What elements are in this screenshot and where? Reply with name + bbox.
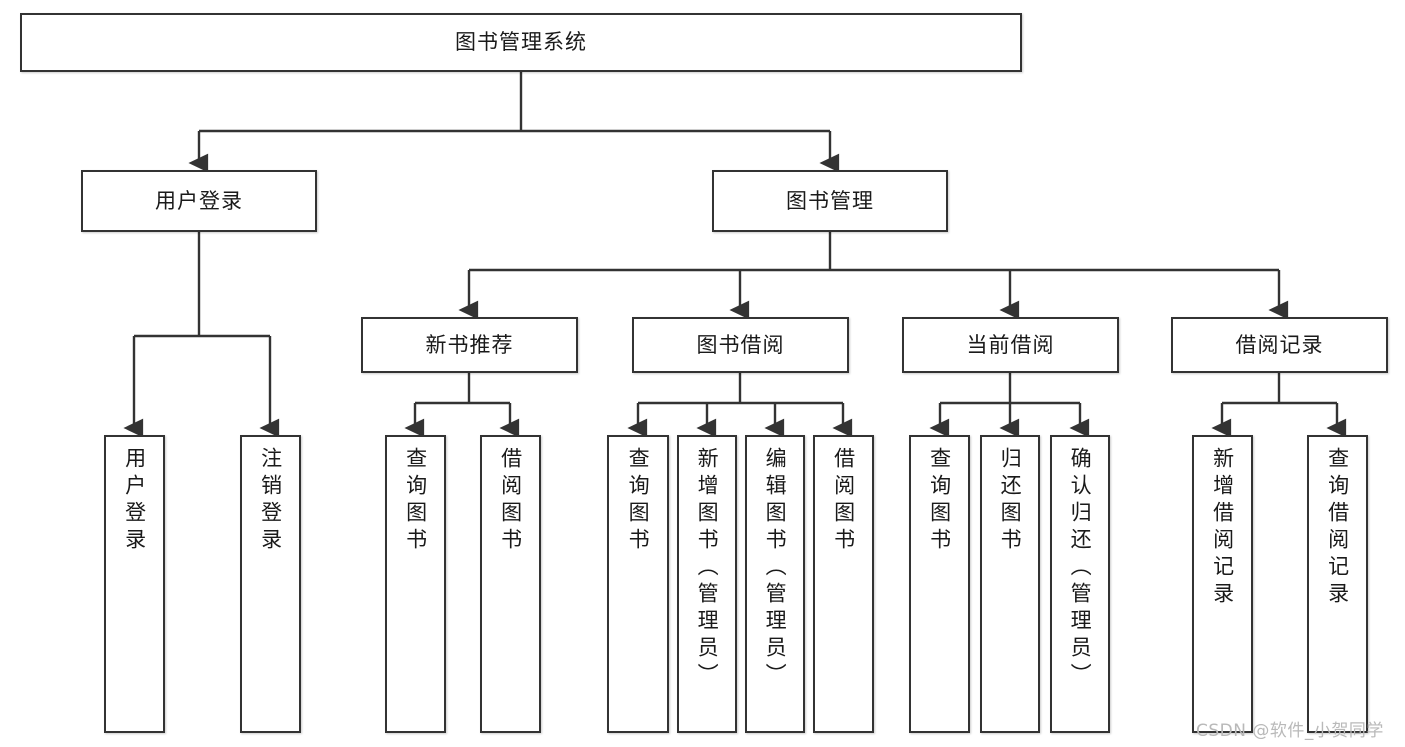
- node-current-borrow-label: 当前借阅: [966, 332, 1055, 357]
- node-leaf-edit-book[interactable]: 编辑图书（管理员）: [745, 435, 805, 733]
- node-leaf-query-book-3-label: 查询图书: [927, 447, 952, 555]
- node-root[interactable]: 图书管理系统: [20, 13, 1022, 72]
- node-leaf-logout-login[interactable]: 注销登录: [240, 435, 301, 733]
- node-leaf-add-record-label: 新增借阅记录: [1210, 447, 1235, 609]
- node-leaf-user-login-label: 用户登录: [122, 447, 147, 555]
- node-leaf-confirm-return[interactable]: 确认归还（管理员）: [1050, 435, 1110, 733]
- node-leaf-query-book-3[interactable]: 查询图书: [909, 435, 970, 733]
- node-leaf-borrow-book-1[interactable]: 借阅图书: [480, 435, 541, 733]
- node-leaf-borrow-book-2[interactable]: 借阅图书: [813, 435, 874, 733]
- node-user-login-label: 用户登录: [155, 188, 243, 213]
- node-leaf-query-book-2[interactable]: 查询图书: [607, 435, 669, 733]
- node-leaf-user-login[interactable]: 用户登录: [104, 435, 165, 733]
- node-root-label: 图书管理系统: [455, 30, 587, 55]
- node-leaf-return-book[interactable]: 归还图书: [980, 435, 1040, 733]
- node-leaf-add-book[interactable]: 新增图书（管理员）: [677, 435, 737, 733]
- node-leaf-logout-login-label: 注销登录: [258, 447, 283, 555]
- node-leaf-query-book-1-label: 查询图书: [403, 447, 428, 555]
- node-borrow-record[interactable]: 借阅记录: [1171, 317, 1388, 373]
- node-new-book-recommend[interactable]: 新书推荐: [361, 317, 578, 373]
- node-current-borrow[interactable]: 当前借阅: [902, 317, 1119, 373]
- csdn-watermark: CSDN @软件_小贺同学: [1196, 721, 1384, 741]
- node-leaf-add-book-label: 新增图书（管理员）: [695, 447, 720, 690]
- node-book-management-label: 图书管理: [786, 188, 874, 213]
- node-leaf-query-book-2-label: 查询图书: [626, 447, 651, 555]
- node-book-borrow-label: 图书借阅: [696, 332, 785, 357]
- node-new-book-recommend-label: 新书推荐: [425, 332, 514, 357]
- node-borrow-record-label: 借阅记录: [1235, 332, 1324, 357]
- node-leaf-borrow-book-1-label: 借阅图书: [498, 447, 523, 555]
- node-leaf-query-record-label: 查询借阅记录: [1325, 447, 1350, 609]
- node-leaf-add-record[interactable]: 新增借阅记录: [1192, 435, 1253, 733]
- node-leaf-query-record[interactable]: 查询借阅记录: [1307, 435, 1368, 733]
- node-leaf-borrow-book-2-label: 借阅图书: [831, 447, 856, 555]
- node-leaf-query-book-1[interactable]: 查询图书: [385, 435, 446, 733]
- node-user-login[interactable]: 用户登录: [81, 170, 317, 232]
- node-leaf-edit-book-label: 编辑图书（管理员）: [763, 447, 788, 690]
- node-leaf-return-book-label: 归还图书: [998, 447, 1023, 555]
- node-book-management[interactable]: 图书管理: [712, 170, 948, 232]
- node-book-borrow[interactable]: 图书借阅: [632, 317, 849, 373]
- node-leaf-confirm-return-label: 确认归还（管理员）: [1068, 447, 1093, 690]
